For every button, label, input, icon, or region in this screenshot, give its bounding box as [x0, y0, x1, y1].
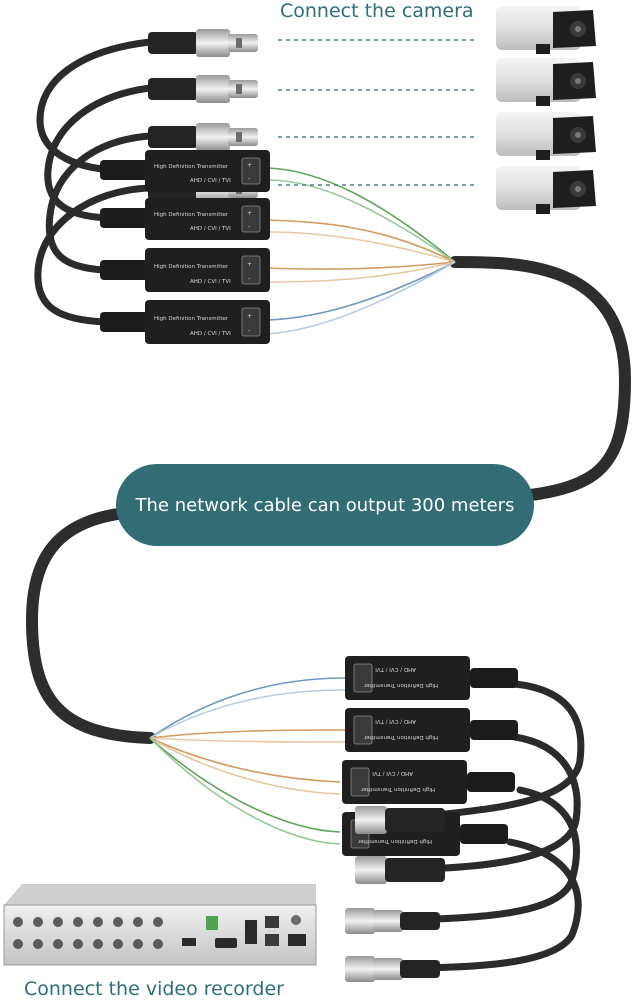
top-wire-fan [267, 167, 456, 335]
transmitter-title: High Definition Transmitter [154, 316, 229, 322]
cctv-camera-icon [496, 112, 596, 160]
polarity-plus: + [247, 210, 252, 217]
bnc-connector-icon [148, 29, 258, 57]
camera-link-lines [278, 39, 478, 186]
transmitter-title: High Definition Transmitter [363, 682, 438, 688]
video-balun-icon: High Definition Transmitter AHD / CVI / … [100, 150, 270, 192]
polarity-plus: + [247, 313, 252, 320]
bnc-connector-icon [148, 75, 258, 103]
polarity-plus: + [247, 162, 252, 169]
bnc-connector-icon [345, 908, 440, 934]
transmitter-title: High Definition Transmitter [154, 164, 229, 170]
transmitter-title: High Definition Transmitter [360, 786, 435, 792]
video-balun-icon: High Definition Transmitter AHD / CVI / … [345, 708, 518, 752]
transmitter-modes: AHD / CVI / TVI [375, 666, 416, 672]
transmitter-modes: AHD / CVI / TVI [190, 178, 231, 184]
transmitter-modes: AHD / CVI / TVI [190, 279, 231, 285]
transmitter-modes: AHD / CVI / TVI [372, 770, 413, 776]
transmitter-modes: AHD / CVI / TVI [375, 718, 416, 724]
bottom-wire-fan [149, 677, 346, 845]
top-coax-cables [34, 38, 154, 326]
bnc-connector-icon [345, 956, 440, 982]
transmitter-title: High Definition Transmitter [154, 212, 229, 218]
transmitter-modes: AHD / CVI / TVI [190, 226, 231, 232]
camera-caption: Connect the camera [280, 0, 474, 22]
video-balun-icon: High Definition Transmitter AHD / CVI / … [345, 656, 518, 700]
transmitter-modes: AHD / CVI / TVI [190, 331, 231, 337]
cctv-camera-icon [496, 166, 596, 214]
cable-length-banner: The network cable can output 300 meters [116, 464, 534, 546]
cable-length-text: The network cable can output 300 meters [135, 494, 515, 516]
recorder-caption: Connect the video recorder [24, 978, 284, 1000]
polarity-minus: - [248, 223, 250, 230]
bnc-connector-icon [148, 123, 258, 151]
video-balun-icon: High Definition Transmitter AHD / CVI / … [100, 198, 270, 240]
video-balun-icon: High Definition Transmitter AHD / CVI / … [100, 248, 270, 292]
video-balun-icon: High Definition Transmitter AHD / CVI / … [342, 760, 515, 804]
transmitter-title: High Definition Transmitter [154, 264, 229, 270]
bottom-coax-cables [396, 680, 585, 972]
video-balun-icon: High Definition Transmitter AHD / CVI / … [100, 300, 270, 344]
bnc-connector-icon [355, 856, 445, 884]
transmitter-title: High Definition Transmitter [363, 734, 438, 740]
cctv-camera-icon [496, 6, 596, 54]
polarity-plus: + [247, 261, 252, 268]
cctv-camera-icon [496, 58, 596, 106]
polarity-minus: - [248, 275, 250, 282]
transmitter-title: High Definition Transmitter [357, 838, 432, 844]
polarity-minus: - [248, 327, 250, 334]
polarity-minus: - [248, 175, 250, 182]
dvr-recorder-icon [3, 884, 317, 966]
bnc-connector-icon [355, 806, 445, 834]
